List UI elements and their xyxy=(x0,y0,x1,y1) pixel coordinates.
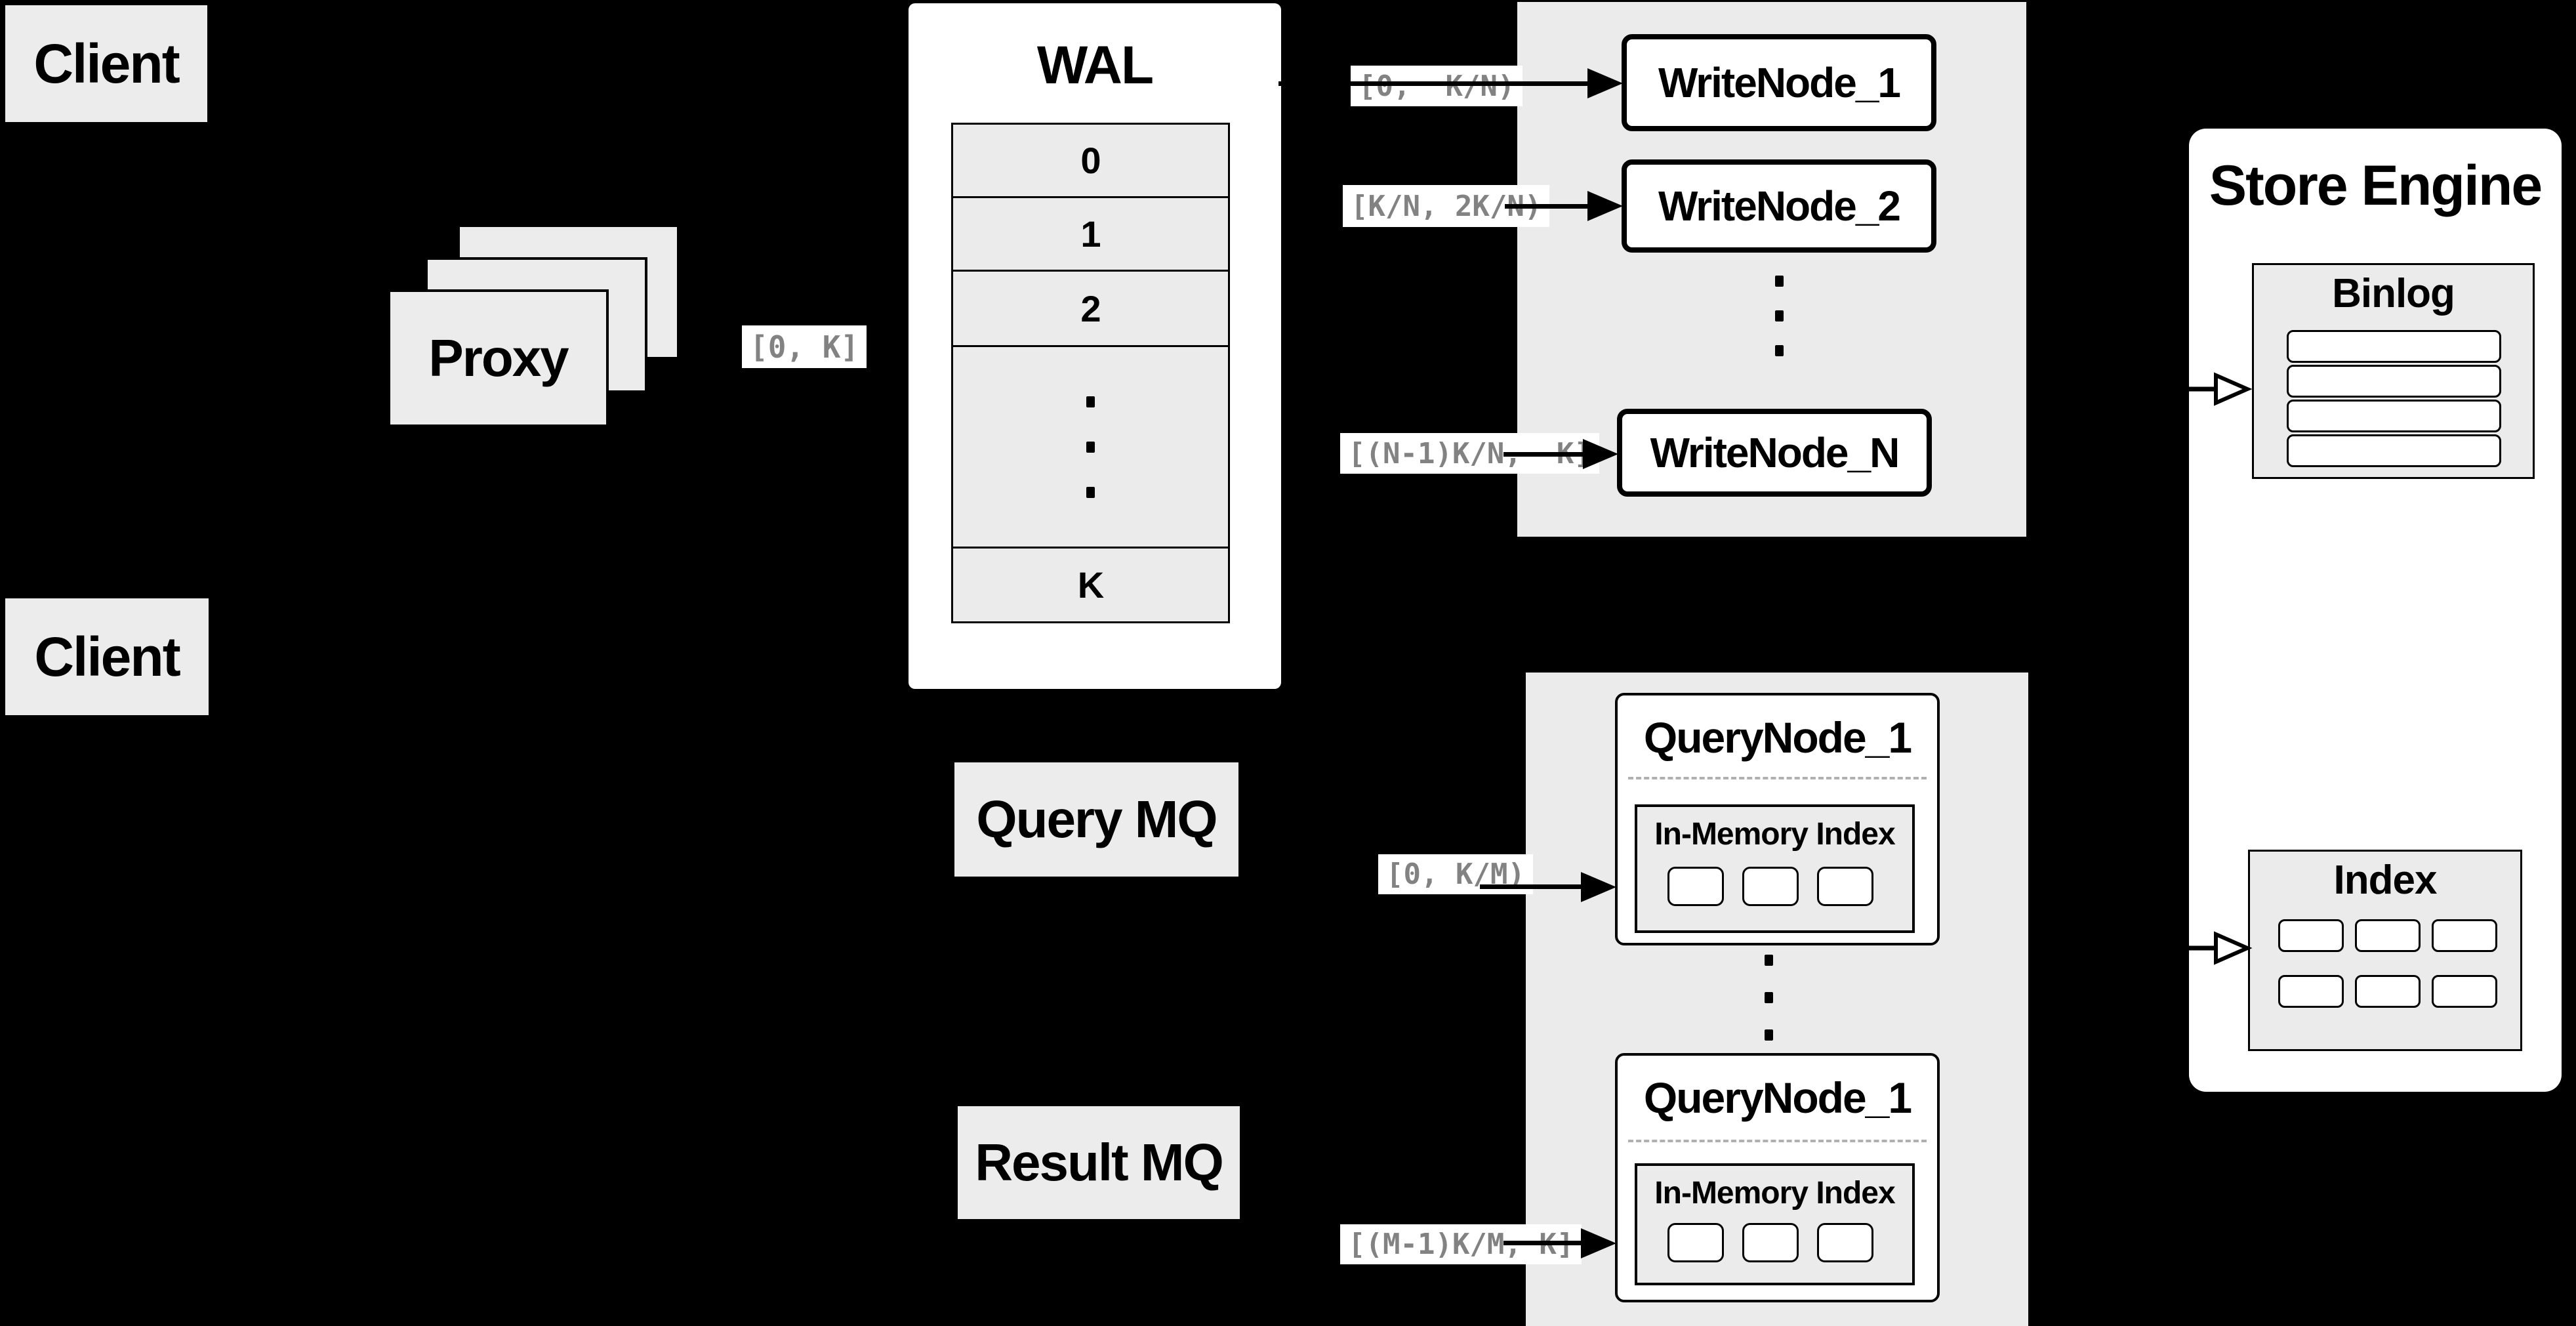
wal-row-k-label: K xyxy=(1077,564,1104,606)
range-label-proxy-out: [0, K] xyxy=(742,325,867,368)
arrow-icon xyxy=(1581,1228,1616,1258)
binlog-row xyxy=(2287,434,2501,467)
store-engine-title: Store Engine xyxy=(2209,154,2543,217)
result-mq-box: Result MQ xyxy=(958,1106,1240,1219)
client-bottom-box: Client xyxy=(5,598,209,715)
query-mq-box: Query MQ xyxy=(954,762,1238,877)
proxy-card-front: Proxy xyxy=(388,289,609,427)
arrow-line xyxy=(1480,884,1584,889)
segment-cells xyxy=(1637,867,1912,906)
segment-cells xyxy=(1637,1223,1912,1262)
write-node-n-box: WriteNode_N xyxy=(1617,409,1932,497)
segment-cell xyxy=(1667,1223,1724,1262)
wal-box: WAL 0 1 2 K xyxy=(909,3,1281,689)
segment-cell xyxy=(1742,867,1799,906)
open-arrow-icon xyxy=(2158,931,2253,965)
wal-row-2-label: 2 xyxy=(1080,287,1101,329)
client-top-box: Client xyxy=(5,5,207,122)
write-node-2-box: WriteNode_2 xyxy=(1622,159,1936,253)
wal-row-2: 2 xyxy=(951,270,1230,347)
write-node-2-label: WriteNode_2 xyxy=(1658,182,1901,230)
segment-cell xyxy=(1667,867,1724,906)
arrow-icon xyxy=(1587,68,1623,98)
segment-cell xyxy=(1817,867,1873,906)
in-memory-index-label-1: In-Memory Index xyxy=(1654,817,1895,852)
arrow-icon xyxy=(1583,439,1618,469)
range-label-query-m: [(M-1)K/M, K] xyxy=(1340,1224,1582,1264)
query-mq-label: Query MQ xyxy=(976,790,1217,848)
ellipsis-icon xyxy=(1086,396,1095,498)
dashed-divider xyxy=(1628,777,1927,779)
arrow-line xyxy=(1505,204,1590,209)
in-memory-index-box-1: In-Memory Index xyxy=(1635,804,1915,933)
segment-cell xyxy=(1742,1223,1799,1262)
index-cell xyxy=(2355,919,2421,952)
wal-row-1: 1 xyxy=(951,196,1230,272)
index-title: Index xyxy=(2333,858,2438,903)
segment-cell xyxy=(1817,1223,1873,1262)
wal-row-1-label: 1 xyxy=(1080,213,1101,255)
index-cell xyxy=(2432,919,2497,952)
arrow-icon xyxy=(1587,191,1623,221)
write-node-n-label: WriteNode_N xyxy=(1650,429,1900,476)
query-node-1-title: QueryNode_1 xyxy=(1643,713,1912,762)
binlog-row xyxy=(2287,365,2501,398)
ellipsis-icon xyxy=(1775,276,1784,356)
binlog-row xyxy=(2287,330,2501,363)
wal-row-0-label: 0 xyxy=(1080,140,1101,181)
wal-row-0: 0 xyxy=(951,123,1230,198)
arrow-line xyxy=(1278,81,1590,86)
query-node-2-title: QueryNode_1 xyxy=(1643,1073,1912,1122)
in-memory-index-label-2: In-Memory Index xyxy=(1654,1176,1895,1211)
index-cell xyxy=(2355,975,2421,1008)
ellipsis-icon xyxy=(1765,955,1773,1041)
client-bottom-label: Client xyxy=(34,625,180,688)
arrow-line xyxy=(1503,452,1585,457)
binlog-box: Binlog xyxy=(2252,263,2535,479)
write-node-1-box: WriteNode_1 xyxy=(1622,34,1936,131)
open-arrow-icon xyxy=(2158,372,2253,406)
client-top-label: Client xyxy=(33,32,180,94)
wal-table: 0 1 2 K xyxy=(951,123,1230,623)
query-node-1-box: QueryNode_1 In-Memory Index xyxy=(1615,693,1940,945)
result-mq-label: Result MQ xyxy=(975,1133,1224,1191)
arrow-line xyxy=(1503,1241,1584,1245)
in-memory-index-box-2: In-Memory Index xyxy=(1635,1163,1915,1285)
binlog-row xyxy=(2287,400,2501,432)
wal-title: WAL xyxy=(1036,35,1154,95)
query-node-2-box: QueryNode_1 In-Memory Index xyxy=(1615,1053,1940,1302)
index-box: Index xyxy=(2248,850,2522,1051)
wal-row-k: K xyxy=(951,547,1230,623)
wal-row-ellipsis xyxy=(951,345,1230,549)
write-node-1-label: WriteNode_1 xyxy=(1658,59,1901,106)
index-cell xyxy=(2432,975,2497,1008)
dashed-divider xyxy=(1628,1140,1927,1142)
binlog-title: Binlog xyxy=(2332,271,2455,316)
arrow-icon xyxy=(1581,872,1616,902)
proxy-label: Proxy xyxy=(428,329,569,387)
index-cell xyxy=(2278,919,2344,952)
store-engine-box: Store Engine Binlog Index xyxy=(2189,129,2562,1092)
range-label-write-1: [0, K/N) xyxy=(1351,66,1523,106)
index-cell xyxy=(2278,975,2344,1008)
